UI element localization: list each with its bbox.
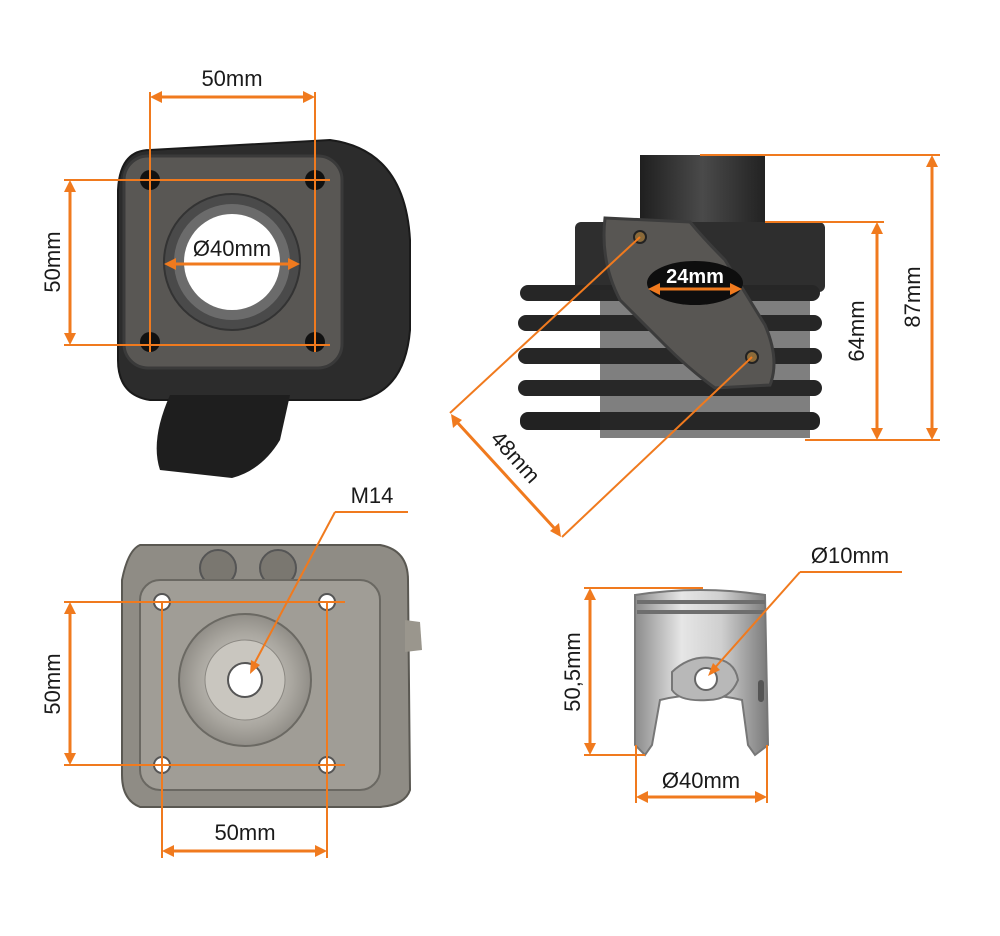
label-hole-spacing: 48mm [486, 426, 545, 488]
dim-hole-spacing [449, 236, 753, 538]
cylinder-top-view: 50mm 50mm Ø40mm [40, 66, 411, 478]
dim-thread-leader [250, 511, 408, 674]
dim-piston-diameter [635, 745, 768, 803]
dim-port-width [648, 283, 742, 295]
dim-head-width [161, 602, 328, 858]
label-top-height: 50mm [40, 231, 65, 292]
label-piston-diameter: Ø40mm [662, 768, 740, 793]
label-height-total: 87mm [900, 266, 925, 327]
bore-opening [184, 214, 280, 310]
label-port-width: 24mm [666, 266, 724, 288]
dim-top-height [64, 179, 330, 346]
dim-top-width [149, 91, 316, 352]
piston-ring-groove [637, 600, 765, 604]
label-height-body: 64mm [844, 300, 869, 361]
spark-plug-hole [227, 662, 263, 698]
dim-height-total [700, 154, 940, 441]
dim-pin-leader [708, 571, 902, 676]
dim-piston-height [584, 587, 703, 756]
label-head-width: 50mm [214, 820, 275, 845]
label-top-bore: Ø40mm [193, 236, 271, 261]
label-piston-height: 50,5mm [560, 632, 585, 711]
piston-ring-groove [637, 610, 765, 614]
label-top-width: 50mm [201, 66, 262, 91]
label-thread: M14 [351, 483, 394, 508]
cylinder-top-intake [156, 395, 290, 478]
piston-side-slot [758, 680, 764, 702]
label-pin: Ø10mm [811, 543, 889, 568]
exhaust-port [647, 261, 743, 305]
dim-head-height [64, 601, 345, 766]
dim-top-bore [164, 258, 300, 270]
cylinder-liner [640, 155, 765, 230]
dim-height-body [765, 221, 884, 440]
piston-view: Ø10mm 50,5mm Ø40mm [560, 543, 902, 803]
cylinder-side-view: 24mm 87mm 64mm 48mm [449, 154, 940, 538]
head-spark-plug-boss [405, 620, 422, 652]
cylinder-head-view: M14 50mm 50mm [40, 483, 422, 858]
label-head-height: 50mm [40, 653, 65, 714]
